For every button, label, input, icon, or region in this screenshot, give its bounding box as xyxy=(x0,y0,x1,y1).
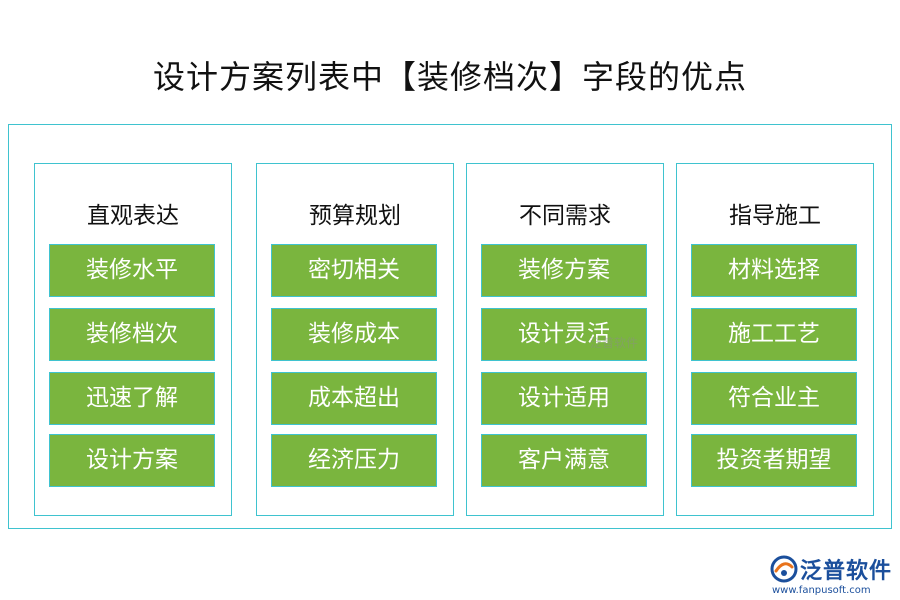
column-heading: 不同需求 xyxy=(519,203,611,229)
item-box: 符合业主 xyxy=(691,372,857,425)
item-box: 装修方案 xyxy=(481,244,647,297)
item-box: 迅速了解 xyxy=(49,372,215,425)
item-box: 施工工艺 xyxy=(691,308,857,361)
column-1: 直观表达 装修水平 装修档次 迅速了解 设计方案 xyxy=(34,163,232,516)
column-heading: 预算规划 xyxy=(309,203,401,229)
item-box: 装修水平 xyxy=(49,244,215,297)
column-heading: 直观表达 xyxy=(87,203,179,229)
item-box: 投资者期望 xyxy=(691,434,857,487)
logo-url: www.fanpusoft.com xyxy=(772,585,871,596)
watermark: 泛普软件 xyxy=(590,336,639,350)
item-box: 成本超出 xyxy=(271,372,437,425)
column-2: 预算规划 密切相关 装修成本 成本超出 经济压力 xyxy=(256,163,454,516)
item-box: 设计灵活 xyxy=(481,308,647,361)
item-box: 装修成本 xyxy=(271,308,437,361)
outer-frame xyxy=(8,124,892,529)
item-box: 经济压力 xyxy=(271,434,437,487)
item-box: 设计适用 xyxy=(481,372,647,425)
item-box: 装修档次 xyxy=(49,308,215,361)
item-box: 密切相关 xyxy=(271,244,437,297)
item-box: 设计方案 xyxy=(49,434,215,487)
column-3: 不同需求 装修方案 设计灵活 设计适用 客户满意 xyxy=(466,163,664,516)
page-title: 设计方案列表中【装修档次】字段的优点 xyxy=(152,58,747,96)
column-heading: 指导施工 xyxy=(729,203,821,229)
item-box: 材料选择 xyxy=(691,244,857,297)
item-box: 客户满意 xyxy=(481,434,647,487)
fanpu-logo-icon xyxy=(770,555,798,583)
brand-logo: 泛普软件 www.fanpusoft.com xyxy=(770,553,898,597)
column-4: 指导施工 材料选择 施工工艺 符合业主 投资者期望 xyxy=(676,163,874,516)
logo-name: 泛普软件 xyxy=(800,559,893,584)
